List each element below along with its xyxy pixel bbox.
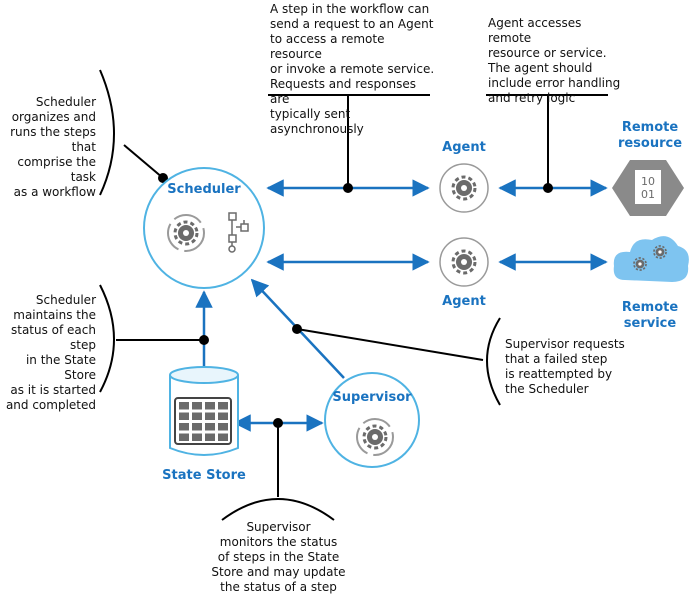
scheduler-organizes-leader xyxy=(123,144,164,179)
junction-dots xyxy=(158,173,553,428)
callout-supervisor-monitors: Supervisor monitors the status of steps … xyxy=(211,520,346,594)
table-cell xyxy=(192,433,202,441)
state-store-label: State Store xyxy=(162,468,246,483)
scheduler-maintains-bracket xyxy=(99,284,115,393)
callout-connectors xyxy=(99,69,608,521)
scheduler-organizes-bracket xyxy=(99,69,115,196)
table-cell xyxy=(179,412,189,420)
table-cell xyxy=(192,412,202,420)
callout-agent-access: Agent accesses remote resource or servic… xyxy=(488,16,621,105)
remote-service-label: Remote service xyxy=(621,300,679,331)
table-cell xyxy=(218,423,228,431)
callout-scheduler-maintains: Scheduler maintains the status of each s… xyxy=(5,293,96,412)
scheduler-node xyxy=(143,167,265,289)
supervisor-label: Supervisor xyxy=(332,390,412,405)
table-cell xyxy=(218,412,228,420)
remote-service-node xyxy=(613,236,689,282)
supervisor-requests-bracket xyxy=(486,317,501,406)
agent-top-node xyxy=(439,163,489,213)
supervisor-monitors-bracket xyxy=(221,498,335,521)
cloud-icon xyxy=(613,236,689,282)
table-icon-cells xyxy=(179,402,228,441)
dot xyxy=(273,418,283,428)
table-cell xyxy=(179,402,189,410)
agent-bottom-node xyxy=(439,237,489,287)
remote-resource-node: 10 01 xyxy=(612,160,684,216)
table-cell xyxy=(192,402,202,410)
state-store-node xyxy=(169,366,239,456)
workflow-icon xyxy=(228,212,249,253)
table-cell xyxy=(179,433,189,441)
supervisor-node xyxy=(324,372,420,468)
table-cell xyxy=(205,402,215,410)
remote-resource-label: Remote resource xyxy=(617,120,683,151)
supervisor-requests-leader xyxy=(296,328,484,361)
table-cell xyxy=(205,433,215,441)
dot xyxy=(343,183,353,193)
table-cell xyxy=(218,402,228,410)
callout-step-request: A step in the workflow can send a reques… xyxy=(270,2,435,136)
dot xyxy=(543,183,553,193)
agent-bottom-label: Agent xyxy=(442,294,486,309)
resource-icon-text: 10 xyxy=(641,175,655,188)
table-cell xyxy=(205,412,215,420)
table-cell xyxy=(205,423,215,431)
resource-icon-text: 01 xyxy=(641,188,655,201)
table-cell xyxy=(192,423,202,431)
scheduler-label: Scheduler xyxy=(167,182,241,197)
agent-top-label: Agent xyxy=(442,140,486,155)
table-cell xyxy=(218,433,228,441)
callout-supervisor-requests: Supervisor requests that a failed step i… xyxy=(505,337,625,396)
dot xyxy=(292,324,302,334)
callout-scheduler-organizes: Scheduler organizes and runs the steps t… xyxy=(10,95,96,199)
file-icon xyxy=(635,170,661,204)
table-cell xyxy=(179,423,189,431)
dot xyxy=(199,335,209,345)
dot xyxy=(158,173,168,183)
